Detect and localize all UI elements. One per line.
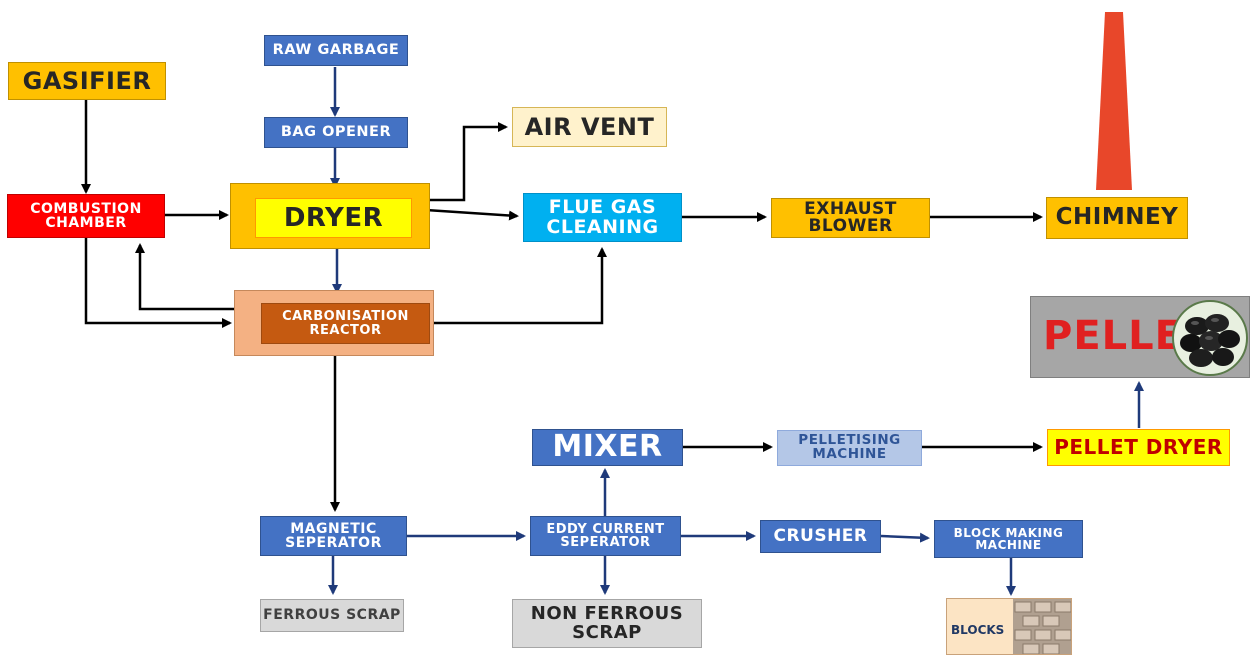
air-vent-box: AIR VENT [512,107,667,147]
pellet-dryer-box: PELLET DRYER [1047,429,1230,466]
ferrous-scrap-box: FERROUS SCRAP [260,599,404,632]
chimney-box: CHIMNEY [1046,197,1188,239]
edge-combustion-reactor [84,238,232,328]
raw-garbage-box: RAW GARBAGE [264,35,408,66]
pellets-image-icon [1172,300,1248,376]
eddy-current-separator-box: EDDY CURRENT SEPERATOR [530,516,681,556]
exhaust-blower-box: EXHAUST BLOWER [771,198,930,238]
edge-reactor-fluegas [430,247,607,325]
edge-crusher-blockmaking [880,532,930,543]
pelletising-machine-box: PELLETISING MACHINE [777,430,922,466]
gasifier-box: GASIFIER [8,62,166,100]
bag-opener-box: BAG OPENER [264,117,408,148]
edge-reactor-combustion [135,243,261,311]
edge-dryer-fluegas [425,208,519,221]
flue-gas-cleaning-box: FLUE GAS CLEANING [523,193,682,242]
pellets-panel: PELLETS [1030,296,1250,378]
mixer-box: MIXER [532,429,683,466]
carbonisation-reactor-box: CARBONISATION REACTOR [261,303,430,344]
crusher-box: CRUSHER [760,520,881,553]
edge-dryer-airvent [426,122,508,202]
dryer-box: DRYER [255,198,412,238]
block-making-machine-box: BLOCK MAKING MACHINE [934,520,1083,558]
chimney-stack-icon [1096,12,1132,190]
combustion-chamber-box: COMBUSTION CHAMBER [7,194,165,238]
non-ferrous-scrap-box: NON FERROUS SCRAP [512,599,702,648]
magnetic-separator-box: MAGNETIC SEPERATOR [260,516,407,556]
blocks-label: BLOCKS [951,623,1005,637]
blocks-image-icon: BLOCKS [946,598,1072,655]
